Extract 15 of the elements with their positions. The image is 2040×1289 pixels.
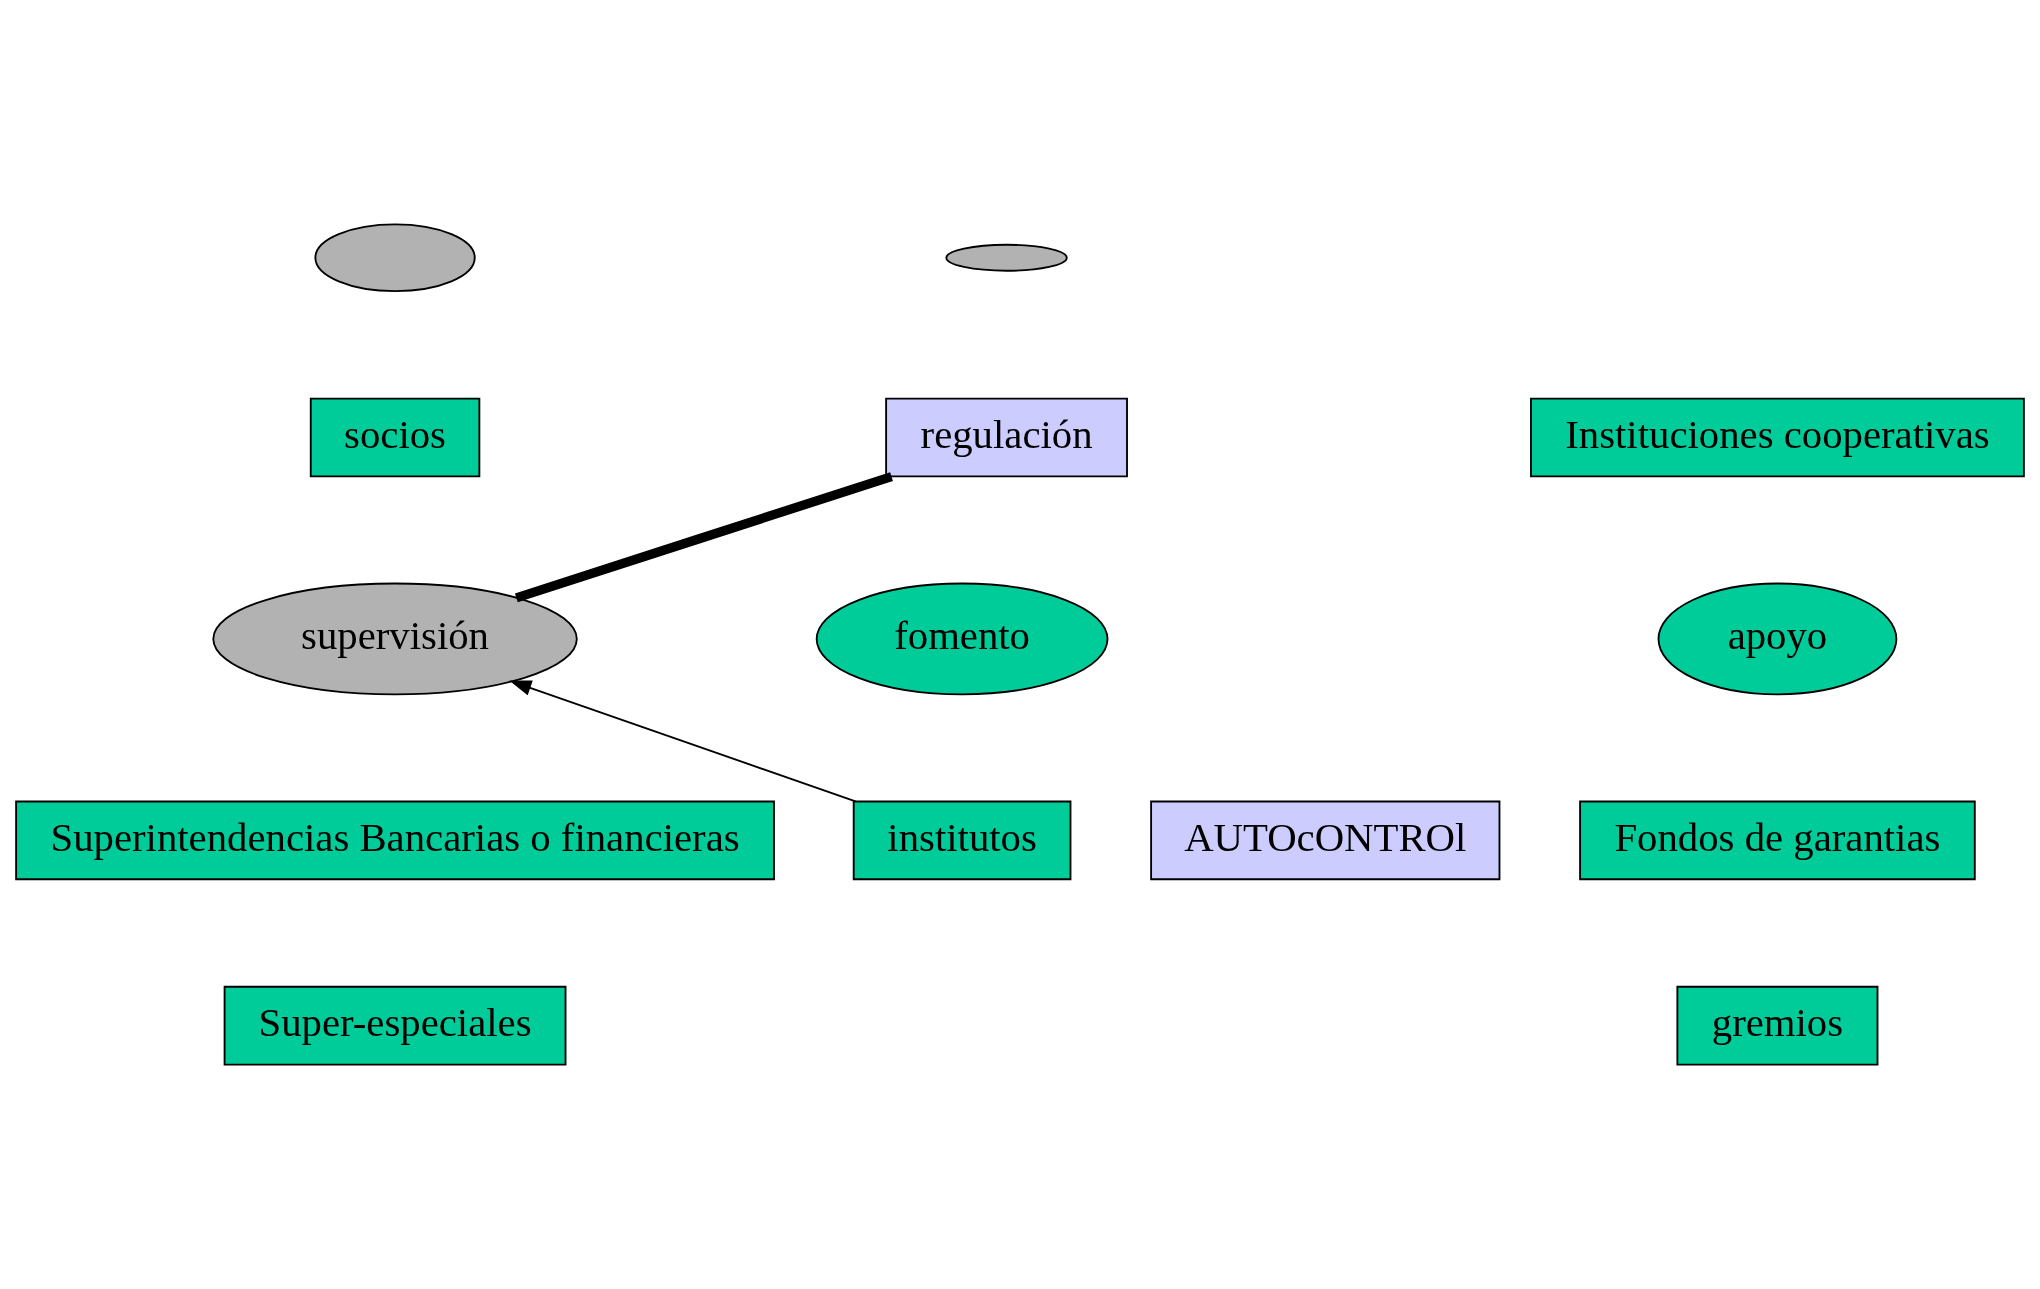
node-box: regulación <box>885 397 1128 478</box>
node-ellipse: apoyo <box>1657 582 1898 696</box>
node-ellipse <box>314 223 476 293</box>
node-box: socios <box>309 397 481 478</box>
node-box: AUTOcONTROl <box>1150 800 1501 881</box>
node-box: Instituciones cooperativas <box>1530 397 2025 478</box>
node-box: institutos <box>852 800 1072 881</box>
node-box: gremios <box>1676 985 1879 1066</box>
connector <box>514 472 893 603</box>
arrow <box>509 680 857 803</box>
node-box: Fondos de garantias <box>1579 800 1976 881</box>
node-box: Superintendencias Bancarias o financieras <box>15 800 775 881</box>
node-ellipse <box>945 243 1068 272</box>
node-box: Super-especiales <box>223 985 567 1066</box>
node-ellipse: fomento <box>815 582 1109 696</box>
